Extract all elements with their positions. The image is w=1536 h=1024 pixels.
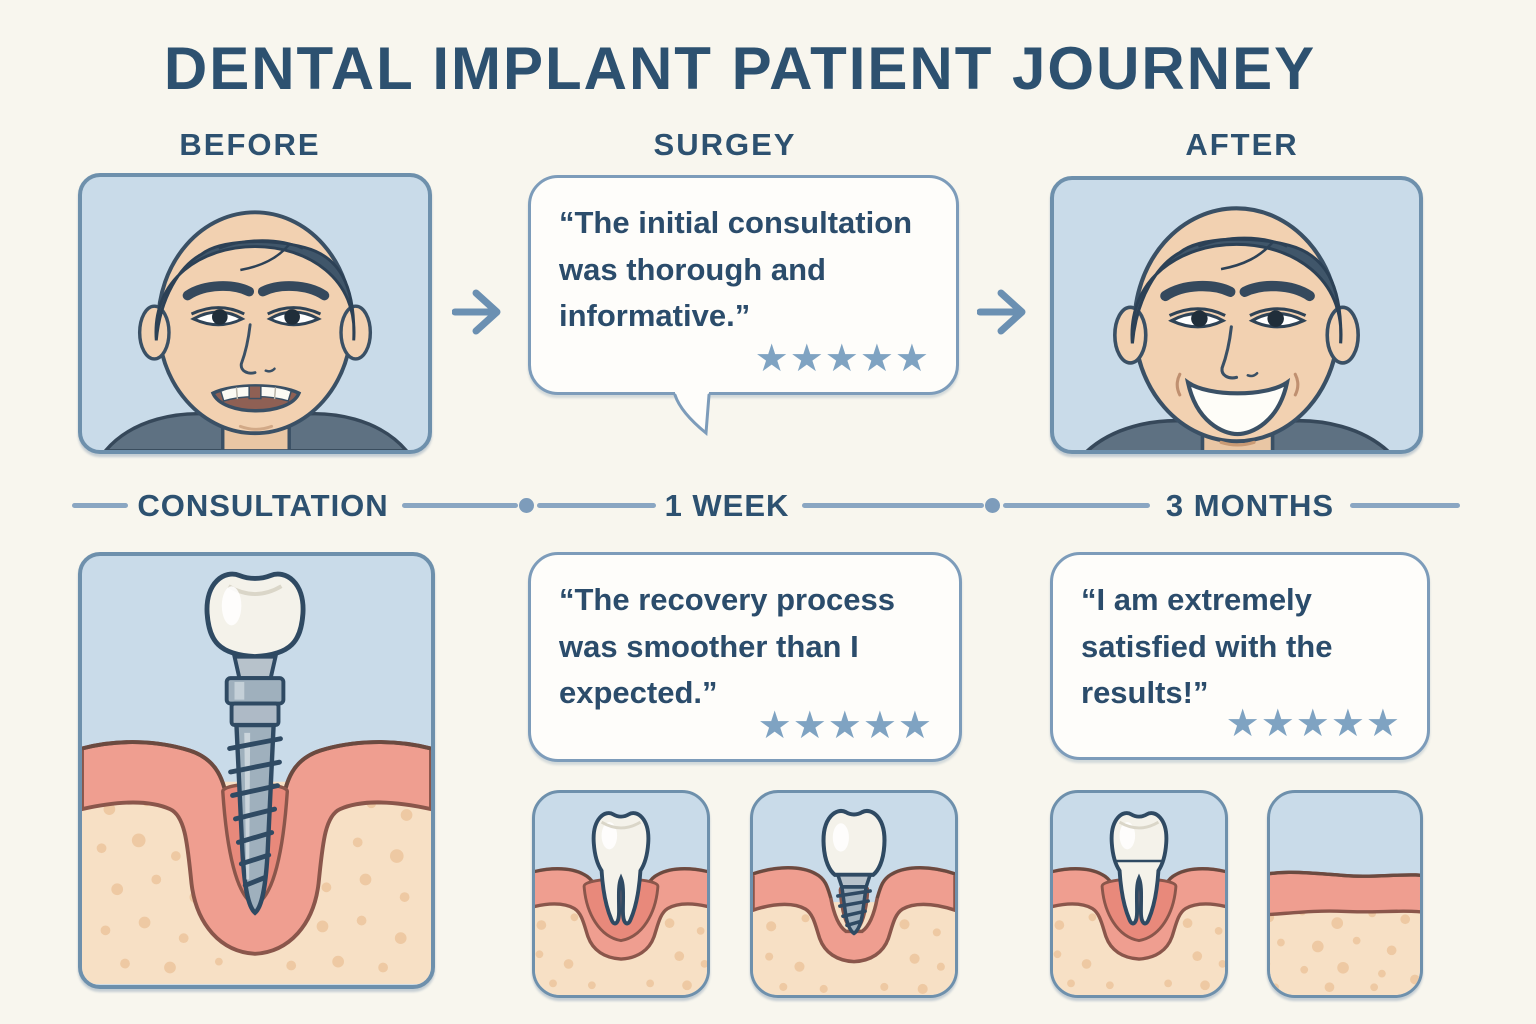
implant-crown-illustration bbox=[753, 808, 955, 995]
page-title: DENTAL IMPLANT PATIENT JOURNEY bbox=[163, 35, 1317, 102]
arrow-right-icon bbox=[452, 289, 501, 335]
thumbnail-restored-tooth bbox=[1050, 790, 1228, 998]
timeline-dot bbox=[519, 498, 534, 513]
timeline-label-week: 1 WEEK bbox=[664, 488, 790, 523]
speech-bubble-tail bbox=[673, 391, 711, 436]
restored-tooth-illustration bbox=[1053, 811, 1225, 995]
timeline-segment bbox=[72, 503, 128, 508]
after-portrait-panel bbox=[1050, 176, 1423, 454]
implant-cross-section-illustration bbox=[82, 571, 431, 985]
testimonial-bubble-week: “The recovery process was smoother than … bbox=[528, 552, 962, 762]
timeline-label-months: 3 MONTHS bbox=[1165, 488, 1335, 523]
timeline-segment bbox=[537, 503, 656, 508]
thumbnail-implant-crown bbox=[750, 790, 958, 998]
testimonial-quote: “The initial consultation was thorough a… bbox=[559, 205, 913, 333]
testimonial-bubble-months: “I am extremely satisfied with the resul… bbox=[1050, 552, 1430, 760]
testimonial-quote: “I am extremely satisfied with the resul… bbox=[1081, 582, 1333, 710]
thumbnail-natural-tooth bbox=[532, 790, 710, 998]
stage-label-before: BEFORE bbox=[179, 127, 321, 162]
timeline-label-consultation: CONSULTATION bbox=[137, 488, 389, 523]
timeline-segment bbox=[1350, 503, 1460, 508]
star-rating: ★★★★★ bbox=[757, 703, 933, 747]
star-rating: ★★★★★ bbox=[1225, 701, 1401, 745]
before-portrait-panel bbox=[78, 173, 432, 454]
before-portrait-illustration bbox=[103, 210, 409, 450]
testimonial-quote: “The recovery process was smoother than … bbox=[559, 582, 896, 710]
healed-gum-illustration bbox=[1270, 870, 1420, 995]
testimonial-bubble-surgery: “The initial consultation was thorough a… bbox=[528, 175, 959, 395]
star-rating: ★★★★★ bbox=[754, 336, 930, 380]
stage-label-after: AFTER bbox=[1185, 127, 1299, 162]
thumbnail-healed-gum bbox=[1267, 790, 1423, 998]
timeline-segment bbox=[1003, 503, 1150, 508]
timeline-segment bbox=[402, 503, 518, 508]
natural-tooth-illustration bbox=[535, 811, 707, 995]
timeline-dot bbox=[985, 498, 1000, 513]
arrow-right-icon bbox=[977, 289, 1026, 335]
after-portrait-illustration bbox=[1085, 206, 1390, 450]
timeline-segment bbox=[802, 503, 984, 508]
stage-label-surgery: SURGEY bbox=[653, 127, 797, 162]
implant-cross-section-panel bbox=[78, 552, 435, 989]
